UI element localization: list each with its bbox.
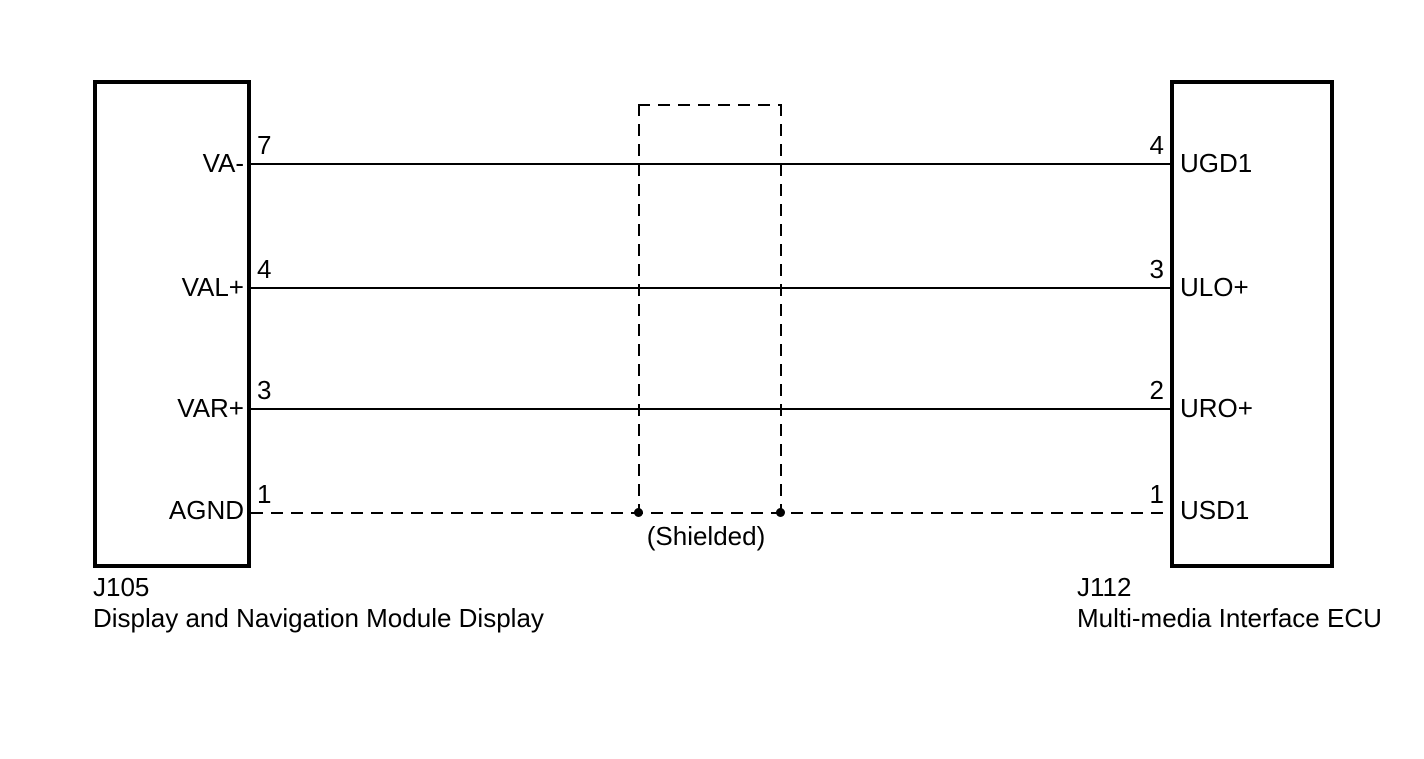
pin-label-uro-plus: URO+ [1180,393,1253,423]
pin-number-right-3: 3 [1149,254,1164,284]
wire-var-uro [251,408,1170,410]
right-connector-id: J112 [1077,572,1132,602]
shield-outline-top [638,104,782,106]
shield-outline-left [638,104,640,513]
left-connector-caption: J105 Display and Navigation Module Displ… [93,572,544,634]
pin-label-val-plus: VAL+ [181,272,244,302]
pin-number-right-2: 2 [1149,375,1164,405]
pin-label-ulo-plus: ULO+ [1180,272,1249,302]
pin-number-left-3: 3 [257,375,272,405]
pin-number-left-7: 7 [257,130,272,160]
left-connector-id: J105 [93,572,150,602]
pin-label-ugd1: UGD1 [1180,148,1253,178]
shield-label: (Shielded) [646,521,766,551]
right-connector-caption: J112 Multi-media Interface ECU [1077,572,1382,634]
pin-number-right-4: 4 [1149,130,1164,160]
left-connector-name: Display and Navigation Module Display [93,603,544,633]
pin-label-var-plus: VAR+ [177,393,244,423]
shield-junction-dot-right [776,508,785,517]
wire-val-ulo [251,287,1170,289]
pin-number-left-1: 1 [257,479,272,509]
shield-junction-dot-left [634,508,643,517]
wire-va-ugd1 [251,163,1170,165]
connector-box-right [1170,80,1334,568]
pin-number-left-4: 4 [257,254,272,284]
pin-label-agnd: AGND [168,495,244,525]
pin-label-va-minus: VA- [202,148,244,178]
shield-outline-right [780,104,782,513]
connector-box-left [93,80,251,568]
pin-label-usd1: USD1 [1180,495,1250,525]
right-connector-name: Multi-media Interface ECU [1077,603,1382,633]
pin-number-right-1: 1 [1149,479,1164,509]
wire-agnd-usd1 [251,512,1170,514]
